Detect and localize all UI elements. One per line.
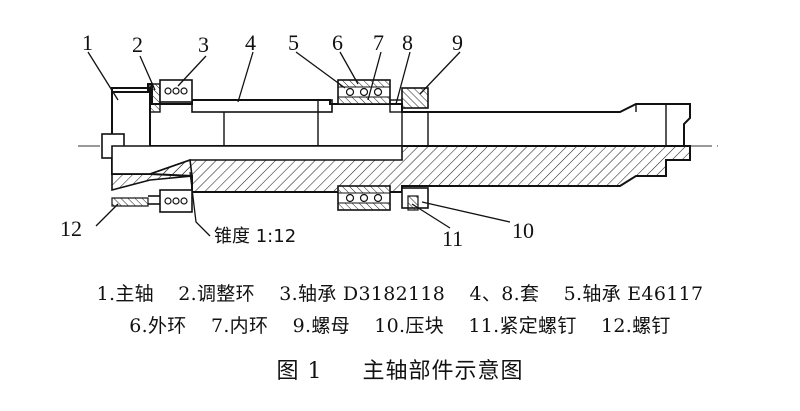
legend-line-1: 1.主轴 2.调整环 3.轴承 D3182118 4、8.套 5.轴承 E461… [0,282,800,306]
callout-2: 2 [132,32,143,57]
callout-11: 11 [442,226,463,251]
figure-title: 主轴部件示意图 [362,359,524,384]
figure-number: 图 1 [276,359,323,384]
callout-4: 4 [245,30,256,55]
outer-ring-6 [337,79,391,88]
legend-item-adjusting-ring: 2.调整环 [178,283,255,305]
callout-12: 12 [60,216,82,241]
set-screw-11 [407,195,419,211]
legend-item-spindle: 1.主轴 [96,283,154,305]
legend-item-screw: 12.螺钉 [601,315,671,337]
sleeve-4 [191,99,333,113]
bearing-3-upper [159,79,193,103]
inner-ring-7 [337,96,391,105]
taper-label: 锥度 1:12 [214,226,296,247]
taper-bore-hatch [111,158,193,192]
legend-item-inner-ring: 7.内环 [210,315,269,337]
legend-item-pressing-block: 10.压块 [374,315,444,337]
callout-7: 7 [373,30,384,55]
leader-lines [87,51,511,237]
callout-9: 9 [452,30,463,55]
adjusting-ring-2 [149,83,161,113]
legend-line-2: 6.外环 7.内环 9.螺母 10.压块 11.紧定螺钉 12.螺钉 [0,314,800,338]
callout-5: 5 [288,30,299,55]
callout-6: 6 [332,30,343,55]
callout-10: 10 [512,218,534,243]
callout-1: 1 [82,30,93,55]
callout-8: 8 [402,30,413,55]
screw-12 [111,197,149,207]
legend-item-outer-ring: 6.外环 [129,315,187,337]
legend-item-set-screw: 11.紧定螺钉 [468,315,577,337]
legend-item-bearing-d3182118: 3.轴承 D3182118 [279,283,446,305]
legend-item-bearing-e46117: 5.轴承 E46117 [563,283,704,305]
spindle-upper-outline [111,83,691,146]
figure-caption: 图 1 主轴部件示意图 [0,353,800,385]
legend-item-nut: 9.螺母 [292,315,350,337]
bearing-3-lower [159,189,193,213]
nut-9 [401,87,429,109]
callout-3: 3 [198,32,209,57]
legend-item-sleeves: 4、8.套 [469,283,540,305]
